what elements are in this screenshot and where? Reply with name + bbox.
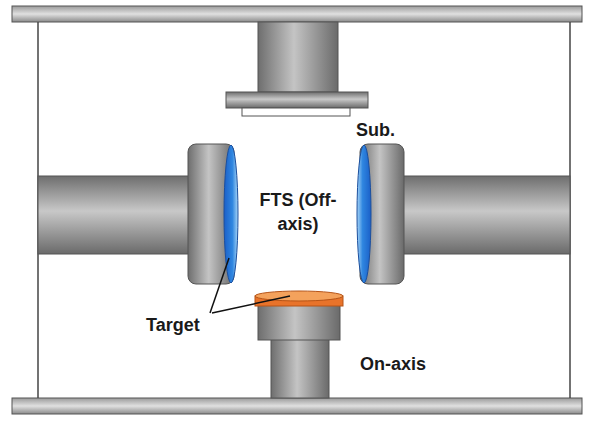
fts-label: FTS (Off-axis) (250, 188, 346, 236)
on-axis-label: On-axis (360, 352, 426, 376)
substrate-label: Sub. (356, 118, 395, 142)
target-label: Target (146, 313, 200, 337)
